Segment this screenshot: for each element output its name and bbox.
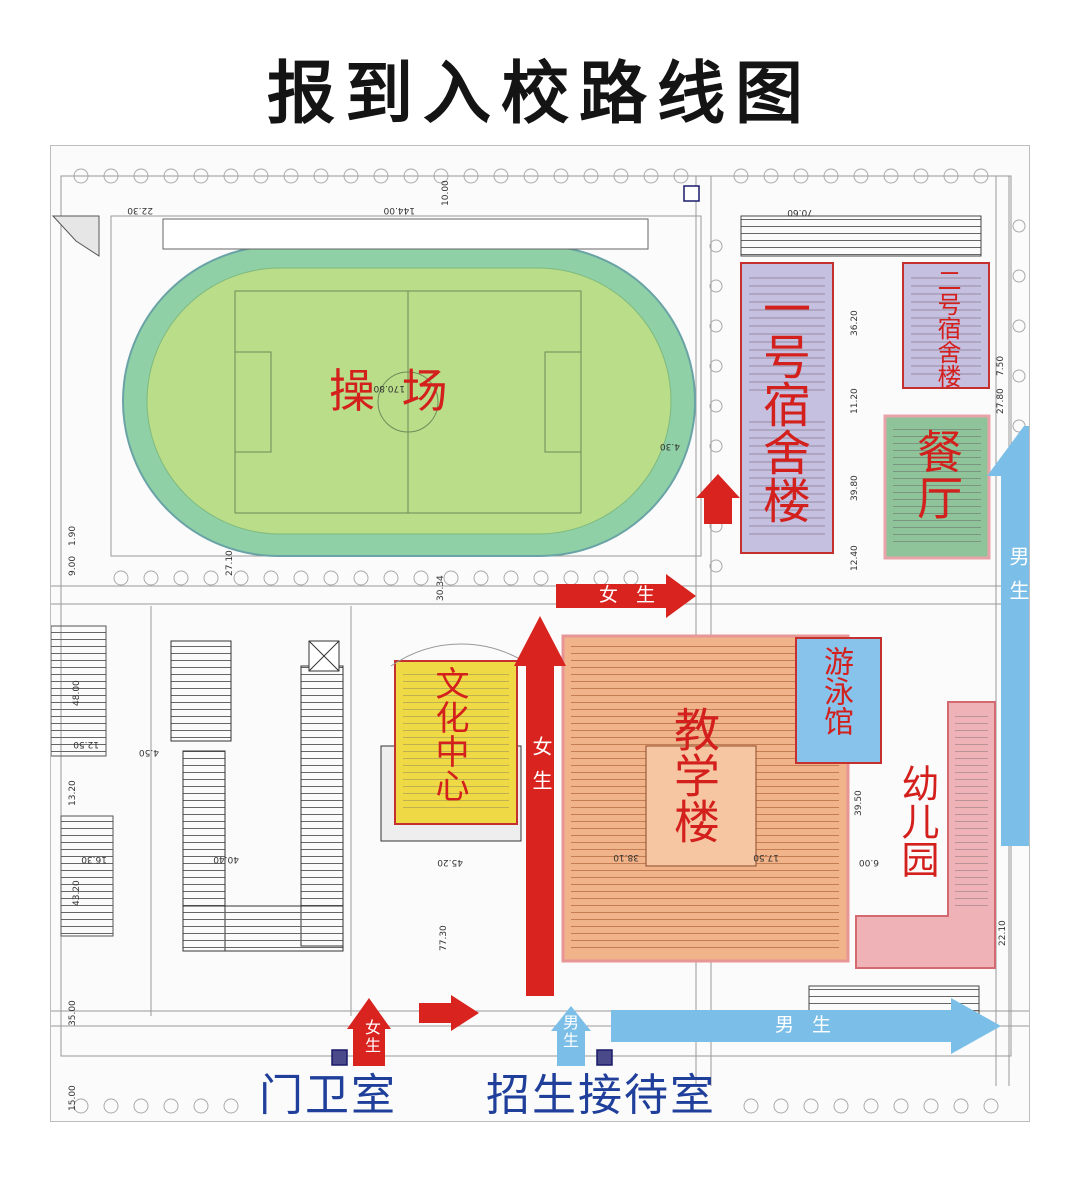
page-title: 报到入校路线图 xyxy=(266,55,813,134)
dim-7-50: 7.50 xyxy=(996,356,1006,376)
female-route-label-gate: 女生 xyxy=(362,1019,381,1055)
dim-12-40: 12.40 xyxy=(850,545,860,571)
dim-170-80: 170.80 xyxy=(373,383,405,393)
dim-27-10: 27.10 xyxy=(225,550,235,576)
dim-22-10: 22.10 xyxy=(998,920,1008,946)
dim-39-80: 39.80 xyxy=(850,475,860,501)
dim-35-00: 35.00 xyxy=(68,1000,78,1026)
dim-15-00: 15.00 xyxy=(68,1085,78,1111)
dim-1-90: 1.90 xyxy=(68,526,78,546)
dim-16-30: 16.30 xyxy=(81,854,107,864)
male-route-label-gate: 男生 xyxy=(560,1014,579,1050)
dim-43-20: 43.20 xyxy=(72,880,82,906)
dim-6-00: 6.00 xyxy=(859,857,879,867)
male-route-label-vertical: 男生 xyxy=(1006,546,1030,614)
dorm1-label: 一号宿舍楼 xyxy=(754,284,810,524)
dim-40-40: 40.40 xyxy=(213,854,239,864)
female-route-label-top: 女 生 xyxy=(599,584,662,606)
dim-11-20: 11.20 xyxy=(850,388,860,414)
dim-12-50: 12.50 xyxy=(73,739,99,749)
dorm2-label: 二号宿舍楼 xyxy=(933,268,961,388)
guard-room-label: 门卫室 xyxy=(259,1070,397,1121)
culture-center-label: 文化中心 xyxy=(429,666,469,802)
dimension-labels: 22.30 144.00 10.00 170.80 4.30 9.00 1.90… xyxy=(68,180,1008,1111)
campus-map: 22.30 144.00 10.00 170.80 4.30 9.00 1.90… xyxy=(50,145,1030,1122)
dim-4-30: 4.30 xyxy=(660,441,680,451)
site-plan: 22.30 144.00 10.00 170.80 4.30 9.00 1.90… xyxy=(51,168,1029,1114)
dim-48-00: 48.00 xyxy=(72,680,82,706)
reception-room-label: 招生接待室 xyxy=(486,1070,716,1121)
dim-27-80: 27.80 xyxy=(996,388,1006,414)
dim-77-30: 77.30 xyxy=(439,925,449,951)
dim-45-20: 45.20 xyxy=(437,857,463,867)
pool-label: 游泳馆 xyxy=(818,646,853,736)
dim-22-30: 22.30 xyxy=(127,205,153,215)
teaching-building-label: 教学楼 xyxy=(667,706,721,844)
male-route-label-horizontal: 男 生 xyxy=(775,1014,838,1036)
dim-13-20: 13.20 xyxy=(68,780,78,806)
playground-label: 操 场 xyxy=(329,364,454,418)
dim-144-00: 144.00 xyxy=(383,205,415,215)
dim-17-50: 17.50 xyxy=(753,852,779,862)
canteen-label: 餐厅 xyxy=(910,428,964,520)
dim-38-10: 38.10 xyxy=(613,852,639,862)
kindergarten-label: 幼儿园 xyxy=(895,764,939,878)
dim-30-34: 30.34 xyxy=(436,575,446,601)
dim-9-00: 9.00 xyxy=(68,556,78,576)
dim-39-50: 39.50 xyxy=(854,790,864,816)
dim-70-60: 70.60 xyxy=(787,207,813,217)
dim-36-20: 36.20 xyxy=(850,310,860,336)
female-route-label-vertical: 女生 xyxy=(529,736,553,804)
dim-10-00: 10.00 xyxy=(441,180,451,206)
dim-4-50: 4.50 xyxy=(139,747,159,757)
